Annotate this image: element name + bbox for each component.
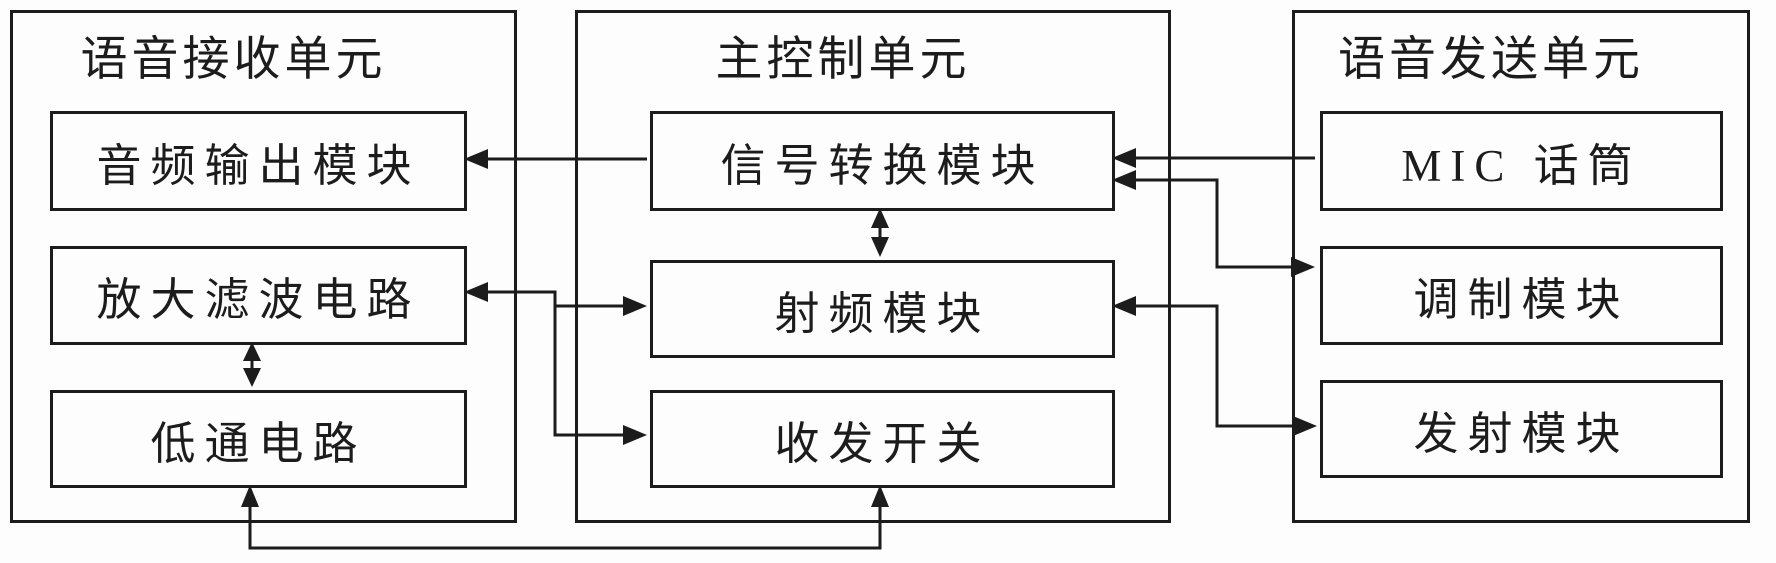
amplify-filter-circuit: 放大滤波电路: [50, 246, 467, 345]
unit-voice-send-title: 语音发送单元: [1338, 34, 1644, 86]
unit-voice-receive: 语音接收单元 音频输出模块 放大滤波电路 低通电路: [10, 10, 517, 523]
unit-main-control: 主控制单元 信号转换模块 射频模块 收发开关: [575, 10, 1171, 523]
rf-module: 射频模块: [650, 260, 1115, 358]
mic-module: MIC 话筒: [1320, 111, 1723, 211]
unit-voice-send: 语音发送单元 MIC 话筒 调制模块 发射模块: [1292, 10, 1750, 523]
signal-conversion-module: 信号转换模块: [650, 111, 1115, 211]
unit-voice-receive-title: 语音接收单元: [80, 34, 387, 86]
unit-main-control-title: 主控制单元: [715, 34, 971, 86]
transmit-module: 发射模块: [1320, 380, 1723, 478]
lowpass-circuit: 低通电路: [50, 390, 467, 488]
transceiver-switch: 收发开关: [650, 390, 1115, 488]
audio-output-module: 音频输出模块: [50, 111, 467, 211]
modulation-module: 调制模块: [1320, 246, 1723, 345]
